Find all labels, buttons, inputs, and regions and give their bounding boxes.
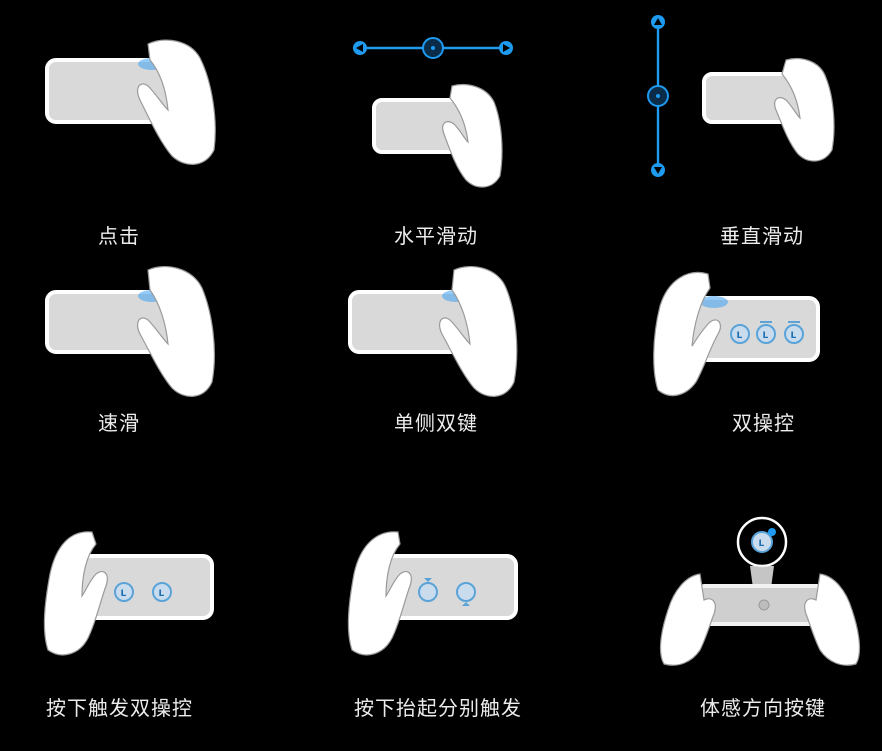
gesture-label: 水平滑动	[394, 224, 478, 248]
svg-text:L: L	[763, 331, 769, 341]
gesture-tap[interactable]: 点击	[0, 0, 294, 250]
hand-icon	[774, 57, 835, 162]
svg-text:L: L	[121, 589, 127, 599]
hand-icon	[136, 39, 216, 165]
lift-button-icon	[456, 582, 476, 602]
gesture-press-lift[interactable]: 按下抬起分别触发	[294, 450, 588, 751]
gesture-label: 点击	[98, 224, 140, 248]
motion-direction-illustration: L	[659, 516, 861, 666]
v-swipe-illustration	[647, 15, 835, 177]
gesture-motion-direction[interactable]: L 体感方向按键	[588, 450, 882, 751]
virtual-button-icon	[152, 582, 172, 602]
hand-icon	[347, 531, 412, 656]
single-side-dual-illustration	[348, 266, 518, 397]
virtual-button-icon	[756, 324, 776, 344]
gesture-label: 速滑	[98, 411, 140, 435]
hand-icon	[442, 83, 503, 188]
svg-text:L: L	[759, 539, 765, 549]
hand-icon	[43, 531, 108, 656]
gesture-h-swipe[interactable]: 水平滑动	[294, 0, 588, 250]
gesture-label: 按下触发双操控	[46, 696, 193, 720]
gesture-single-side-dual[interactable]: 单侧双键	[294, 250, 588, 450]
gesture-label: 双操控	[732, 411, 795, 435]
touch-point-icon	[700, 296, 728, 308]
svg-text:L: L	[159, 589, 165, 599]
gesture-dual-control[interactable]: L L L 双操控	[588, 250, 882, 450]
press-dual-control-illustration: L L	[43, 531, 214, 656]
gesture-v-swipe[interactable]: 垂直滑动	[588, 0, 882, 250]
svg-text:L: L	[737, 331, 743, 341]
dual-control-illustration: L L L	[653, 272, 820, 397]
hand-icon	[653, 272, 722, 397]
h-swipe-illustration	[353, 37, 513, 188]
gesture-label: 体感方向按键	[700, 696, 826, 720]
gesture-fast-swipe[interactable]: 速滑	[0, 250, 294, 450]
virtual-button-icon	[114, 582, 134, 602]
press-lift-illustration	[347, 531, 518, 656]
gesture-press-dual-control[interactable]: L L 按下触发双操控	[0, 450, 294, 751]
fast-swipe-illustration	[45, 266, 215, 397]
svg-text:L: L	[791, 331, 797, 341]
gesture-label: 单侧双键	[394, 411, 478, 435]
hand-icon	[136, 266, 215, 397]
hand-icon	[438, 266, 518, 397]
tap-illustration	[45, 39, 216, 165]
gesture-label: 垂直滑动	[720, 224, 804, 248]
virtual-button-icon	[784, 324, 804, 344]
right-hand-icon	[804, 573, 861, 666]
press-button-icon	[418, 582, 438, 602]
left-hand-icon	[659, 573, 716, 666]
gesture-label: 按下抬起分别触发	[354, 696, 522, 720]
virtual-button-icon	[730, 324, 750, 344]
